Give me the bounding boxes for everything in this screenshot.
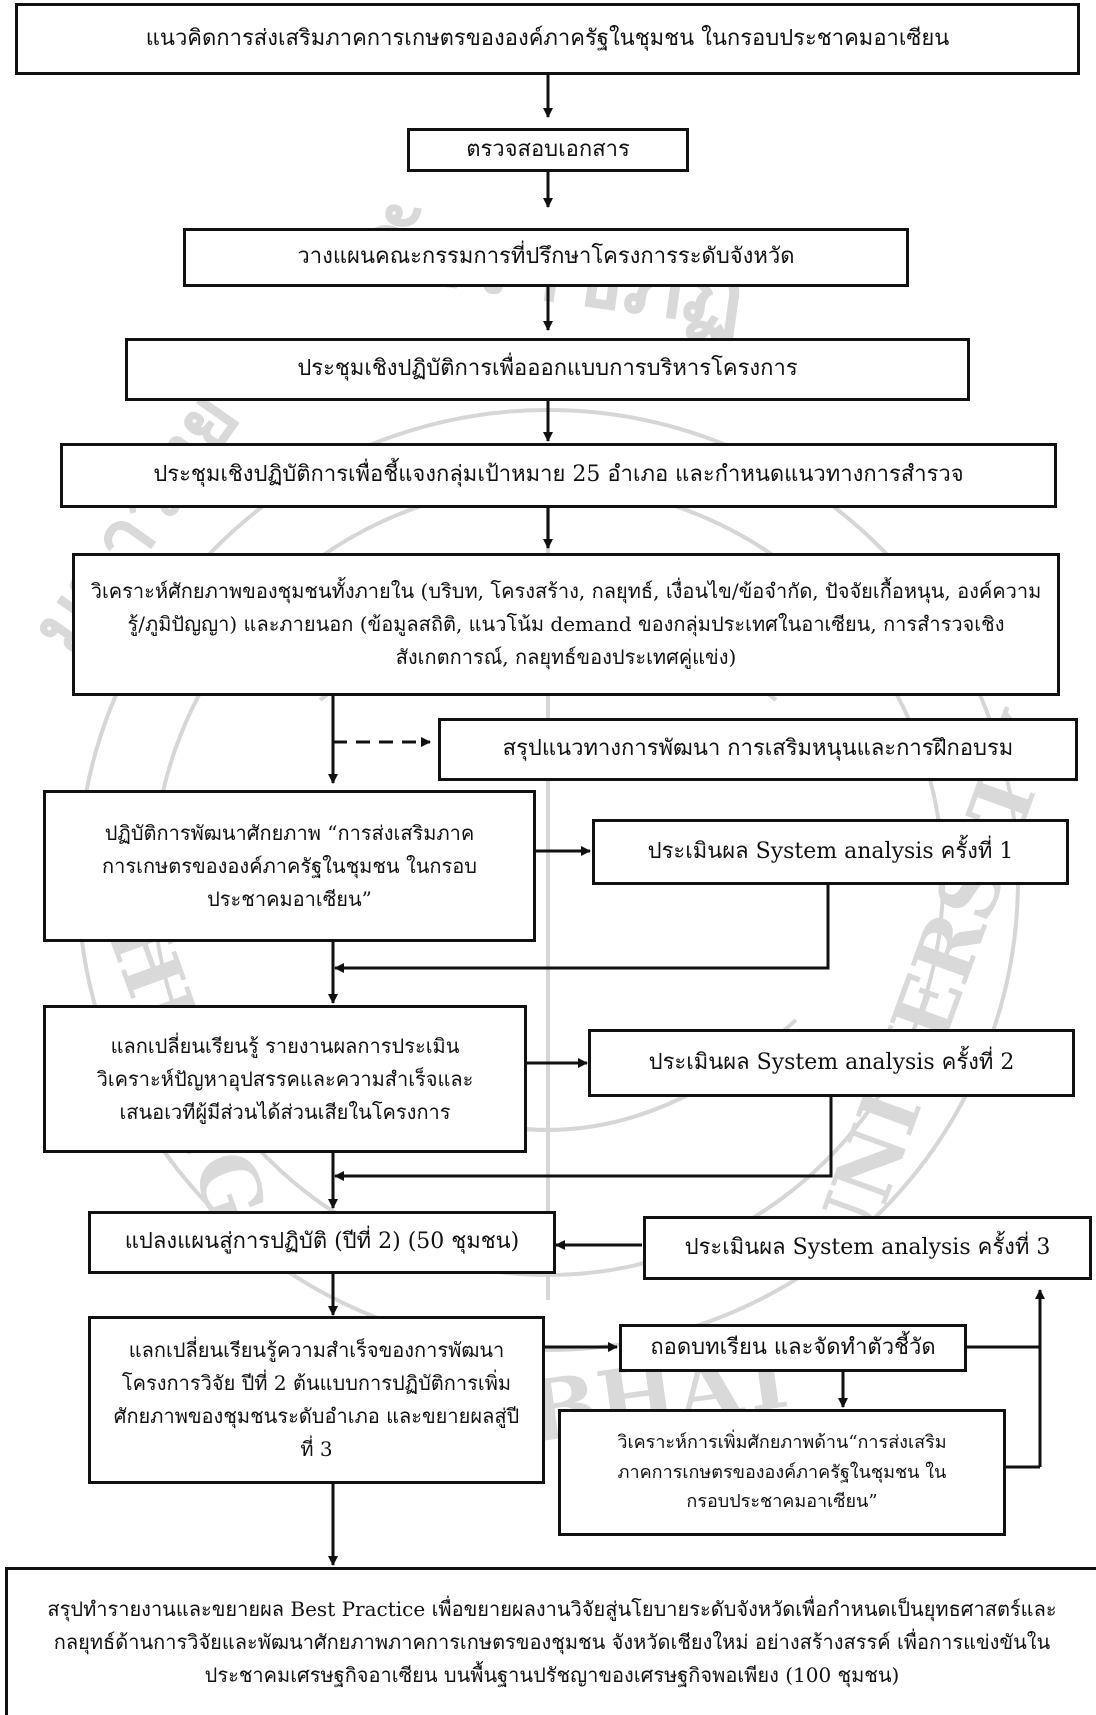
step-lessons-learned: ถอดบทเรียน และจัดทำตัวชี้วัด [619, 1324, 967, 1372]
step-lessons-learned-label: ถอดบทเรียน และจัดทำตัวชี้วัด [650, 1334, 936, 1360]
step-capacity-workshop-label: ปฏิบัติการพัฒนาศักยภาพ “การส่งเสริมภาคกา… [102, 820, 477, 911]
eval-system-analysis-2: ประเมินผล System analysis ครั้งที่ 2 [588, 1029, 1075, 1097]
eval-system-analysis-1-label: ประเมินผล System analysis ครั้งที่ 1 [647, 838, 1014, 864]
feedback-n9 [334, 885, 830, 973]
step-development-summary-label: สรุปแนวทางการพัฒนา การเสริมหนุนและการฝึก… [502, 736, 1014, 762]
step-community-analysis-label: วิเคราะห์ศักยภาพของชุมชนทั้งภายใน (บริบท… [90, 579, 1042, 669]
eval-system-analysis-1: ประเมินผล System analysis ครั้งที่ 1 [592, 819, 1069, 885]
step-capacity-analysis-label: วิเคราะห์การเพิ่มศักยภาพด้าน“การส่งเสริม… [617, 1431, 947, 1513]
step-final-report-label: สรุปทำรายงานและขยายผล Best Practice เพื่… [47, 1597, 1057, 1687]
eval-system-analysis-3-label: ประเมินผล System analysis ครั้งที่ 3 [684, 1234, 1051, 1260]
step-concept-label: แนวคิดการส่งเสริมภาคการเกษตรขององค์ภาครั… [145, 25, 950, 51]
step-capacity-workshop: ปฏิบัติการพัฒนาศักยภาพ “การส่งเสริมภาคกา… [43, 790, 536, 942]
step-workshop-targets-label: ประชุมเชิงปฏิบัติการเพื่อชี้แจงกลุ่มเป้า… [153, 462, 964, 488]
step-development-summary: สรุปแนวทางการพัฒนา การเสริมหนุนและการฝึก… [438, 718, 1078, 781]
step-final-report: สรุปทำรายงานและขยายผล Best Practice เพื่… [5, 1567, 1096, 1715]
eval-system-analysis-3: ประเมินผล System analysis ครั้งที่ 3 [643, 1216, 1092, 1280]
feedback-to-n13 [967, 1289, 1045, 1349]
step-document-review: ตรวจสอบเอกสาร [407, 128, 689, 172]
step-knowledge-exchange: แลกเปลี่ยนเรียนรู้ รายงานผลการประเมินวิเ… [43, 1005, 527, 1153]
step-workshop-design-label: ประชุมเชิงปฏิบัติการเพื่อออกแบบการบริหาร… [297, 356, 798, 382]
step-knowledge-exchange-label: แลกเปลี่ยนเรียนรู้ รายงานผลการประเมินวิเ… [96, 1033, 474, 1124]
step-success-exchange-label: แลกเปลี่ยนเรียนรู้ความสำเร็จของการพัฒนาโ… [113, 1338, 520, 1461]
step-community-analysis: วิเคราะห์ศักยภาพของชุมชนทั้งภายใน (บริบท… [72, 553, 1060, 696]
step-capacity-analysis: วิเคราะห์การเพิ่มศักยภาพด้าน“การส่งเสริม… [558, 1409, 1006, 1536]
feedback-n11 [334, 1097, 833, 1181]
eval-system-analysis-2-label: ประเมินผล System analysis ครั้งที่ 2 [648, 1049, 1015, 1075]
step-concept: แนวคิดการส่งเสริมภาคการเกษตรขององค์ภาครั… [15, 3, 1080, 75]
step-plan-to-action-label: แปลงแผนสู่การปฏิบัติ (ปีที่ 2) (50 ชุมชน… [124, 1229, 520, 1255]
step-success-exchange: แลกเปลี่ยนเรียนรู้ความสำเร็จของการพัฒนาโ… [88, 1316, 545, 1484]
step-workshop-targets: ประชุมเชิงปฏิบัติการเพื่อชี้แจงกลุ่มเป้า… [60, 443, 1057, 508]
step-advisory-committee-label: วางแผนคณะกรรมการที่ปรึกษาโครงการระดับจัง… [297, 244, 795, 270]
step-plan-to-action: แปลงแผนสู่การปฏิบัติ (ปีที่ 2) (50 ชุมชน… [88, 1211, 556, 1274]
step-workshop-design: ประชุมเชิงปฏิบัติการเพื่อออกแบบการบริหาร… [125, 338, 970, 401]
step-document-review-label: ตรวจสอบเอกสาร [466, 136, 630, 162]
step-advisory-committee: วางแผนคณะกรรมการที่ปรึกษาโครงการระดับจัง… [183, 228, 909, 287]
